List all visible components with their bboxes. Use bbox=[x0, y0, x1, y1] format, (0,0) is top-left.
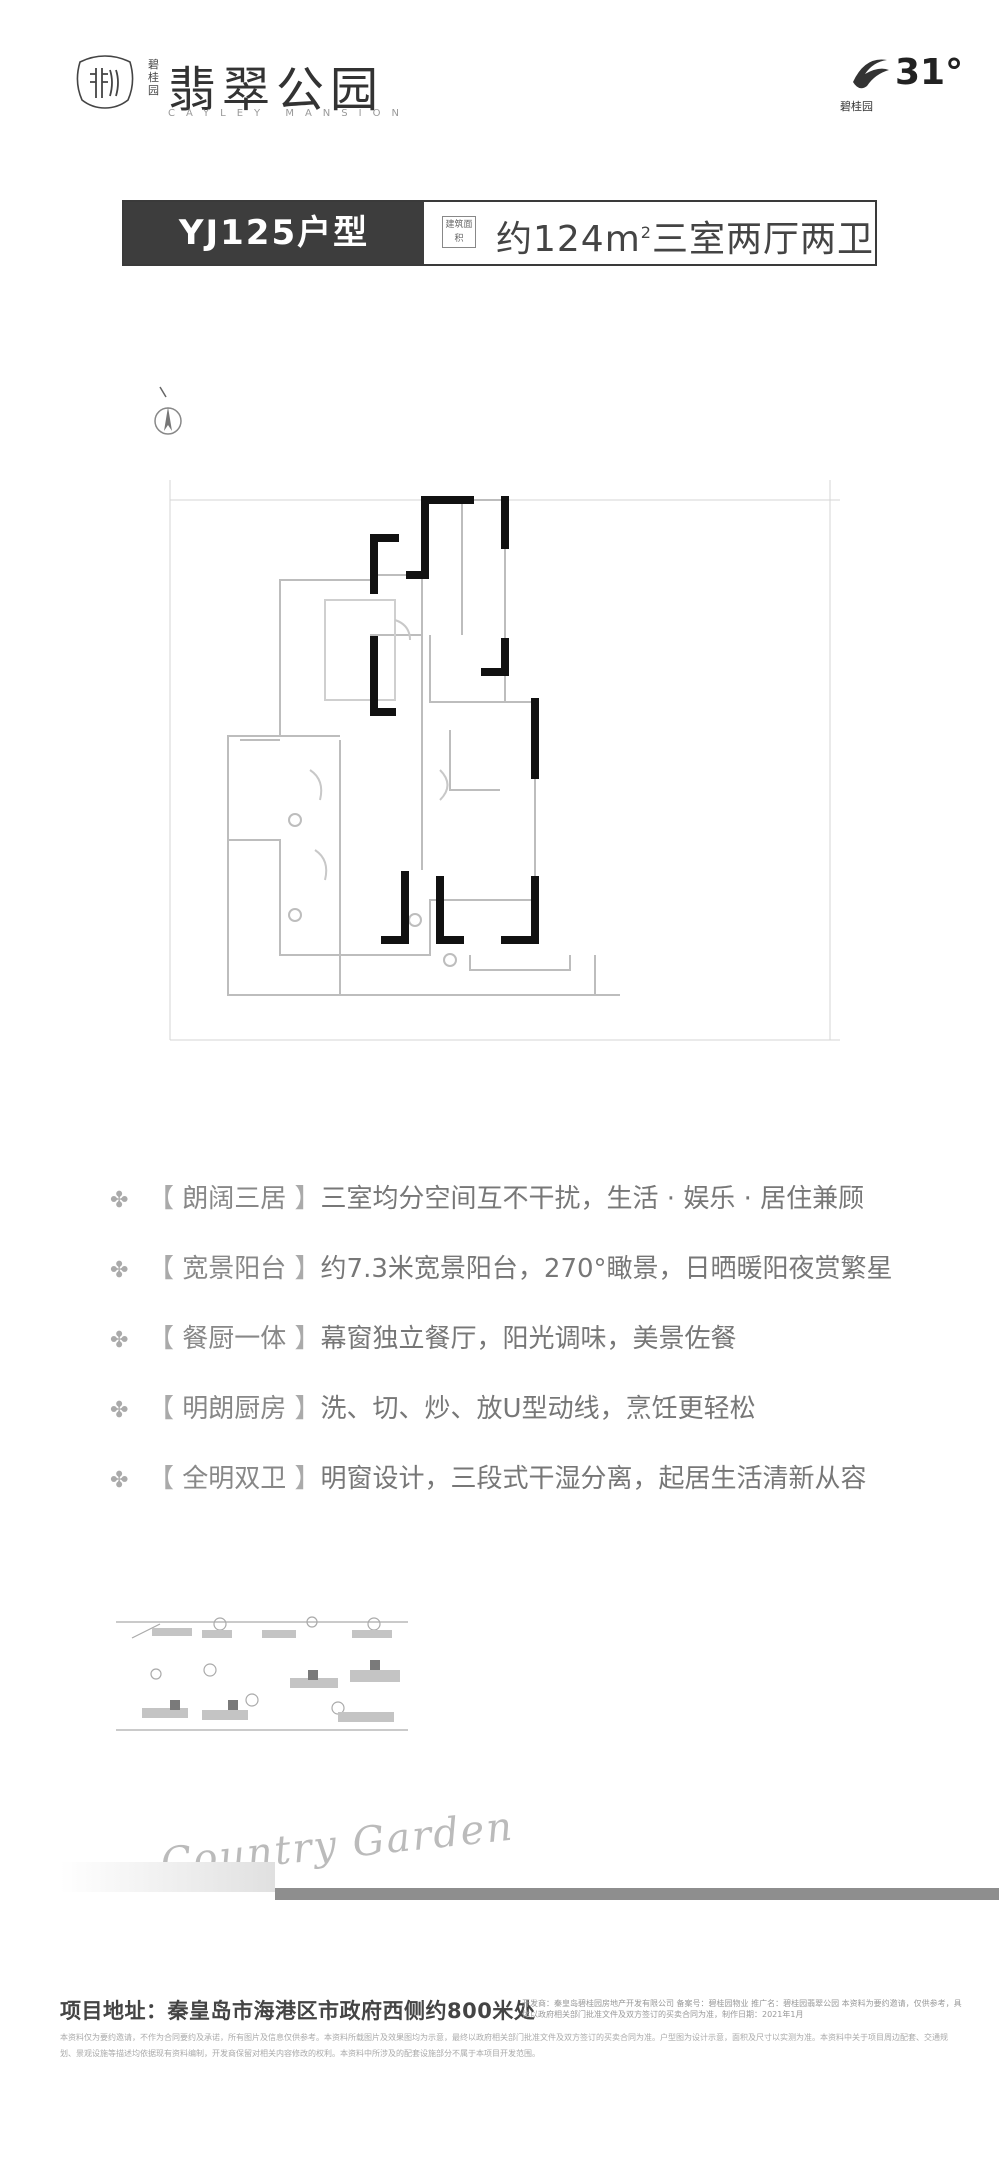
disclaimer-text: 本资料仅为要约邀请，不作为合同要约及承诺，所有图片及信息仅供参考。本资料所载图片… bbox=[60, 2033, 948, 2058]
project-address: 项目地址：秦皇岛市海港区市政府西侧约800米处 bbox=[60, 1995, 535, 2025]
bullet-icon: ✤ bbox=[110, 1328, 129, 1353]
area-badge: 建筑面积 bbox=[442, 216, 476, 248]
feature-label: 餐厨一体 bbox=[182, 1324, 287, 1354]
bullet-icon: ✤ bbox=[110, 1258, 129, 1283]
north-compass-icon bbox=[154, 386, 182, 435]
developer-info: 开发商：秦皇岛碧桂园房地产开发有限公司 备案号：碧桂园物业 推广名：碧桂园翡翠公… bbox=[522, 1999, 962, 2019]
corp-logo-icon bbox=[853, 59, 889, 89]
feature-text: 三室均分空间互不干扰，生活 · 娱乐 · 居住兼顾 bbox=[320, 1184, 865, 1214]
feature-item: ✤【 餐厨一体 】幕窗独立餐厅，阳光调味，美景佐餐 bbox=[110, 1314, 910, 1364]
feature-item: ✤【 朗阔三居 】三室均分空间互不干扰，生活 · 娱乐 · 居住兼顾 bbox=[110, 1174, 910, 1224]
feature-label: 全明双卫 bbox=[182, 1464, 287, 1494]
unit-type-label: YJ125户型 bbox=[124, 202, 424, 264]
bullet-icon: ✤ bbox=[110, 1468, 129, 1493]
feature-label: 宽景阳台 bbox=[182, 1254, 287, 1284]
brand-small-text: 碧桂园 bbox=[148, 58, 159, 97]
feature-label: 朗阔三居 bbox=[182, 1184, 287, 1214]
layout-text: 三室两厅两卫 bbox=[651, 219, 874, 260]
address-label: 项目地址： bbox=[60, 1999, 168, 2023]
bullet-icon: ✤ bbox=[110, 1188, 129, 1213]
decor-band-dark bbox=[275, 1888, 999, 1900]
area-description: 约124m2三室两厅两卫 bbox=[496, 210, 874, 263]
feature-text: 洗、切、炒、放U型动线，烹饪更轻松 bbox=[320, 1394, 756, 1424]
brand-subtitle: CAYLEY MANSION bbox=[168, 108, 410, 119]
area-value: 约124m bbox=[496, 219, 641, 260]
floor-plan-drawing bbox=[169, 480, 840, 1041]
decor-band-light bbox=[60, 1862, 275, 1892]
feature-text: 明窗设计，三段式干湿分离，起居生活清新从容 bbox=[320, 1464, 867, 1494]
feature-text: 约7.3米宽景阳台，270°瞰景，日晒暖阳夜赏繁星 bbox=[320, 1254, 893, 1284]
feature-label: 明朗厨房 bbox=[182, 1394, 287, 1424]
brand-title: 翡翠公园 bbox=[168, 62, 385, 118]
feature-text: 幕窗独立餐厅，阳光调味，美景佐餐 bbox=[320, 1324, 737, 1354]
address-value: 秦皇岛市海港区市政府西侧约800米处 bbox=[167, 1999, 536, 2023]
corp-name: 碧桂园 bbox=[840, 100, 873, 113]
site-location-thumbnail bbox=[116, 1616, 408, 1731]
feature-item: ✤【 宽景阳台 】约7.3米宽景阳台，270°瞰景，日晒暖阳夜赏繁星 bbox=[110, 1244, 910, 1294]
unit-title-bar: YJ125户型 建筑面积 约124m2三室两厅两卫 bbox=[122, 200, 877, 266]
anniversary-mark: 31° bbox=[895, 52, 964, 93]
feature-item: ✤【 明朗厨房 】洗、切、炒、放U型动线，烹饪更轻松 bbox=[110, 1384, 910, 1434]
bullet-icon: ✤ bbox=[110, 1398, 129, 1423]
feature-item: ✤【 全明双卫 】明窗设计，三段式干湿分离，起居生活清新从容 bbox=[110, 1454, 910, 1504]
area-unit-sup: 2 bbox=[640, 223, 652, 242]
brand-logo-icon bbox=[76, 55, 134, 109]
